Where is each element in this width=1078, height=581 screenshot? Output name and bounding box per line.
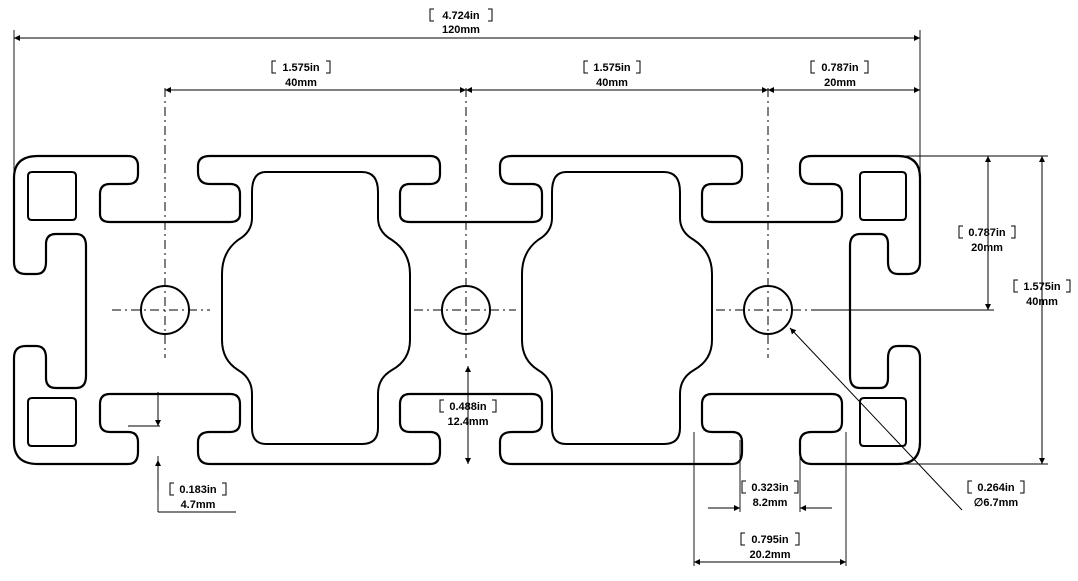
pitch-left-mm: 40mm <box>285 77 317 89</box>
overall-height-label: 1.575in 40mm <box>1013 279 1071 308</box>
pitch-right-mm: 40mm <box>596 77 628 89</box>
slot-width-label: 0.795in 20.2mm <box>740 532 800 561</box>
overall-width-mm: 120mm <box>442 24 480 36</box>
half-height-label: 0.787in 20mm <box>958 225 1016 254</box>
diameter-symbol: ∅ <box>974 497 984 509</box>
bore-diameter-in: 0.264in <box>977 482 1015 494</box>
slot-depth-label: 0.488in 12.4mm <box>439 399 497 428</box>
pitch-right-in: 1.575in <box>593 62 631 74</box>
overall-height-in: 1.575in <box>1023 281 1061 293</box>
slot-width-in: 0.795in <box>751 534 789 546</box>
end-to-center-mm: 20mm <box>824 77 856 89</box>
overall-width-in: 4.724in <box>442 10 480 22</box>
lip-thickness-label: 0.183in 4.7mm <box>169 482 227 511</box>
bore-diameter-label: 0.264in ∅6.7mm <box>967 480 1025 509</box>
end-to-center-in: 0.787in <box>821 62 859 74</box>
pitch-right-label: 1.575in 40mm <box>583 60 641 89</box>
overall-height-mm: 40mm <box>1026 296 1058 308</box>
end-to-center-label: 0.787in 20mm <box>810 60 869 89</box>
bore-diameter-value: 6.7mm <box>983 497 1018 509</box>
lip-thickness-in: 0.183in <box>179 484 217 496</box>
slot-opening-label: 0.323in 8.2mm <box>741 480 799 509</box>
center-lines <box>112 88 820 358</box>
extension-lines <box>13 30 1048 566</box>
slot-opening-mm: 8.2mm <box>753 497 788 509</box>
central-cavities <box>221 171 713 445</box>
bore-diameter-mm: ∅6.7mm <box>974 497 1019 509</box>
slot-opening-in: 0.323in <box>751 482 789 494</box>
half-height-mm: 20mm <box>971 242 1003 254</box>
slot-depth-mm: 12.4mm <box>448 416 489 428</box>
lip-thickness-mm: 4.7mm <box>181 499 216 511</box>
overall-width-label: 4.724in 120mm <box>429 8 493 36</box>
pitch-left-label: 1.575in 40mm <box>271 60 331 89</box>
pitch-left-in: 1.575in <box>282 62 320 74</box>
slot-depth-in: 0.488in <box>449 401 487 413</box>
slot-width-mm: 20.2mm <box>750 549 791 561</box>
dimension-lines <box>14 35 1045 565</box>
half-height-in: 0.787in <box>968 227 1006 239</box>
